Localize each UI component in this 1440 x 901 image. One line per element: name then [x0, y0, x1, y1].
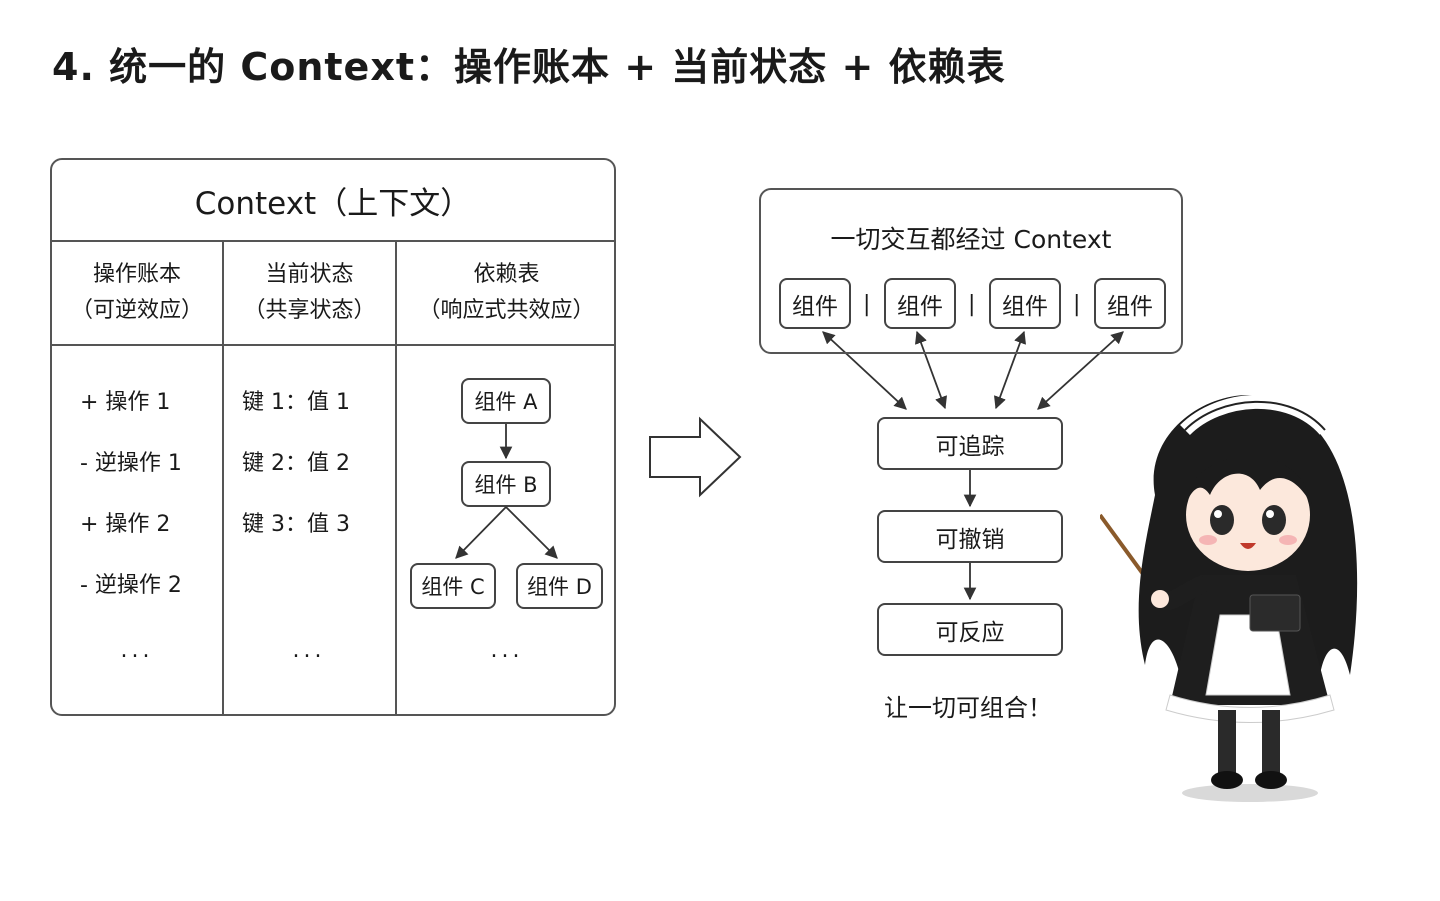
column-divider	[395, 242, 397, 714]
dependency-ellipsis: ...	[490, 638, 524, 663]
state-title: 当前状态	[265, 262, 354, 287]
component-separator: |	[968, 292, 976, 317]
dependency-node-d: 组件 D	[516, 563, 603, 609]
dependency-node-b: 组件 B	[461, 461, 551, 507]
maid-mascot-illustration	[1100, 394, 1358, 802]
traceable-step: 可追踪	[877, 417, 1063, 470]
ledger-subtitle: （可逆效应）	[70, 298, 203, 323]
component-separator: |	[1073, 292, 1081, 317]
component-box: 组件	[989, 278, 1061, 329]
state-items: 键 1：值 1 键 2：值 2 键 3：值 3	[242, 385, 350, 568]
conclusion-text: 让一切可组合！	[884, 694, 1052, 722]
state-subtitle: （共享状态）	[243, 298, 376, 323]
ledger-item: - 逆操作 1	[80, 451, 182, 476]
undoable-step: 可撤销	[877, 510, 1063, 563]
component-link-3	[994, 330, 1026, 410]
component-link-2	[915, 330, 947, 410]
component-box: 组件	[779, 278, 851, 329]
state-item: 键 2：值 2	[242, 451, 350, 476]
page-title: 4. 统一的 Context：操作账本 + 当前状态 + 依赖表	[52, 45, 1006, 89]
dependency-title: 依赖表	[473, 262, 540, 287]
component-box: 组件	[884, 278, 956, 329]
component-box: 组件	[1094, 278, 1166, 329]
state-column-header: 当前状态 （共享状态）	[224, 242, 395, 344]
ledger-item: + 操作 2	[80, 512, 171, 537]
ledger-items: + 操作 1 - 逆操作 1 + 操作 2 - 逆操作 2	[80, 385, 182, 629]
context-table-header: Context（上下文）	[52, 160, 614, 242]
component-separator: |	[863, 292, 871, 317]
ledger-item: - 逆操作 2	[80, 573, 182, 598]
ledger-column-header: 操作账本 （可逆效应）	[52, 242, 222, 344]
column-divider	[222, 242, 224, 714]
ledger-title: 操作账本	[92, 262, 181, 287]
dependency-subtitle: （响应式共效应）	[418, 298, 595, 323]
dependency-arrow-b-d	[505, 506, 558, 559]
dependency-node-a: 组件 A	[461, 378, 551, 424]
ledger-ellipsis: ...	[120, 638, 154, 663]
state-item: 键 3：值 3	[242, 512, 350, 537]
context-table: Context（上下文） 操作账本 （可逆效应） + 操作 1 - 逆操作 1 …	[50, 158, 616, 716]
context-interaction-box: 一切交互都经过 Context	[759, 188, 1183, 354]
state-item: 键 1：值 1	[242, 390, 350, 415]
state-ellipsis: ...	[292, 638, 326, 663]
transform-arrow	[649, 416, 742, 498]
reactive-step: 可反应	[877, 603, 1063, 656]
component-link-4	[1037, 331, 1124, 410]
interaction-title: 一切交互都经过 Context	[830, 225, 1112, 254]
dependency-arrow-b-c	[455, 506, 507, 559]
dependency-node-c: 组件 C	[410, 563, 496, 609]
dependency-column-header: 依赖表 （响应式共效应）	[397, 242, 616, 344]
ledger-item: + 操作 1	[80, 390, 171, 415]
component-link-1	[822, 331, 907, 410]
header-divider	[52, 344, 614, 346]
